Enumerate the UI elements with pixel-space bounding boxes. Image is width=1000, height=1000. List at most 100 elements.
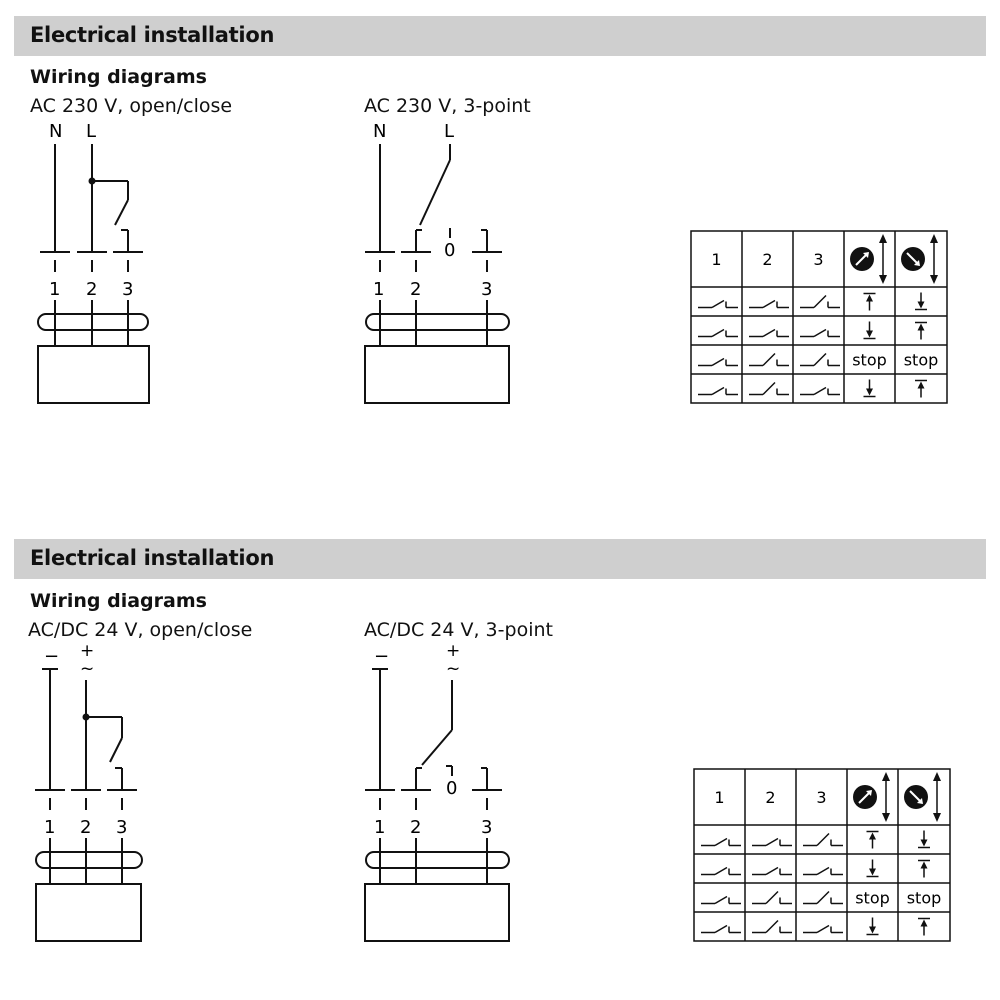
stop-label: stop — [855, 889, 890, 908]
right-diagram-label: AC/DC 24 V, 3-point — [364, 619, 553, 641]
table-row — [701, 830, 930, 849]
section-header-title: Electrical installation — [30, 23, 275, 47]
contact-open-icon — [701, 866, 741, 876]
arrow-down-icon — [915, 292, 927, 311]
table-header-2: 2 — [762, 250, 772, 269]
terminal-n-label: N — [49, 121, 62, 142]
rotation-counterclockwise-icon — [904, 772, 941, 822]
left-diagram-label: AC/DC 24 V, open/close — [28, 619, 253, 641]
terminal-1-label: 1 — [44, 817, 55, 838]
arrow-up-icon — [915, 321, 927, 340]
contact-open-icon — [698, 299, 738, 309]
contact-closed-icon — [749, 352, 789, 367]
table-header-3: 3 — [816, 788, 826, 807]
contact-closed-icon — [803, 890, 843, 905]
terminal-1-label: 1 — [374, 817, 385, 838]
arrow-down-icon — [918, 830, 930, 849]
plus-label: + — [80, 641, 94, 661]
section-acdc24: Electrical installation Wiring diagrams … — [14, 539, 986, 942]
table-grid — [693, 768, 951, 942]
terminal-2-label: 2 — [410, 817, 421, 838]
table-row — [698, 379, 927, 398]
neutral-position-label: 0 — [446, 778, 457, 799]
terminal-2-label: 2 — [86, 279, 97, 300]
table-header-3: 3 — [813, 250, 823, 269]
arrow-down-icon — [863, 379, 876, 398]
table-header-1: 1 — [714, 788, 724, 807]
terminal-3-label: 3 — [481, 817, 492, 838]
section-header-title: Electrical installation — [30, 546, 275, 570]
table-row: stop stop — [701, 889, 941, 908]
contact-open-icon — [749, 299, 789, 309]
contact-open-icon — [698, 357, 738, 367]
section-header: Electrical installation — [14, 539, 986, 579]
terminal-1-label: 1 — [49, 279, 60, 300]
right-diagram-label: AC 230 V, 3-point — [364, 95, 531, 117]
left-diagram-label: AC 230 V, open/close — [30, 95, 233, 117]
contact-open-icon — [701, 924, 741, 934]
arrow-up-icon — [863, 292, 876, 311]
wiring-diagram-ac230: N L 1 2 3 N L 0 1 2 3 1 2 3 stop stop — [37, 121, 948, 404]
table-row: stop stop — [698, 351, 938, 370]
minus-label: − — [374, 646, 389, 667]
arrow-down-icon — [866, 859, 879, 878]
arrow-down-icon — [863, 321, 876, 340]
table-grid — [690, 230, 948, 404]
contact-closed-icon — [752, 890, 792, 905]
table-row — [698, 321, 927, 340]
terminal-2-label: 2 — [410, 279, 421, 300]
contact-open-icon — [752, 866, 792, 876]
terminal-3-label: 3 — [122, 279, 133, 300]
arrow-up-icon — [866, 830, 879, 849]
table-row — [701, 917, 930, 936]
arrow-up-icon — [918, 859, 930, 878]
rotation-clockwise-icon — [850, 234, 887, 284]
section-ac230: Electrical installation Wiring diagrams … — [14, 16, 986, 404]
switch-function-table: 1 2 3 stop stop — [693, 768, 951, 942]
section-subtitle: Wiring diagrams — [30, 66, 207, 88]
stop-label: stop — [904, 351, 939, 370]
tilde-label: ~ — [446, 659, 460, 679]
terminal-3-label: 3 — [116, 817, 127, 838]
terminal-n-label: N — [373, 121, 386, 142]
table-header-1: 1 — [711, 250, 721, 269]
arrow-down-icon — [866, 917, 879, 936]
stop-label: stop — [907, 889, 942, 908]
stop-label: stop — [852, 351, 887, 370]
contact-closed-icon — [803, 832, 843, 847]
contact-open-icon — [803, 924, 843, 934]
contact-closed-icon — [800, 294, 840, 309]
minus-label: − — [44, 646, 59, 667]
tilde-label: ~ — [80, 659, 94, 679]
terminal-l-label: L — [86, 121, 96, 142]
contact-open-icon — [701, 895, 741, 905]
contact-closed-icon — [800, 352, 840, 367]
terminal-l-label: L — [444, 121, 454, 142]
contact-open-icon — [752, 837, 792, 847]
terminal-2-label: 2 — [80, 817, 91, 838]
rotation-clockwise-icon — [853, 772, 890, 822]
terminal-3-label: 3 — [481, 279, 492, 300]
contact-open-icon — [698, 328, 738, 338]
switch-function-table: 1 2 3 stop stop — [690, 230, 948, 404]
contact-open-icon — [803, 866, 843, 876]
table-row — [698, 292, 927, 311]
table-row — [701, 859, 930, 878]
terminal-1-label: 1 — [373, 279, 384, 300]
contact-open-icon — [698, 386, 738, 396]
neutral-position-label: 0 — [444, 240, 455, 261]
contact-open-icon — [800, 386, 840, 396]
contact-open-icon — [701, 837, 741, 847]
arrow-up-icon — [918, 917, 930, 936]
contact-open-icon — [800, 328, 840, 338]
section-header: Electrical installation — [14, 16, 986, 56]
arrow-up-icon — [915, 379, 927, 398]
contact-open-icon — [749, 328, 789, 338]
section-subtitle: Wiring diagrams — [30, 590, 207, 612]
contact-closed-icon — [752, 919, 792, 934]
plus-label: + — [446, 641, 460, 661]
table-header-2: 2 — [765, 788, 775, 807]
rotation-counterclockwise-icon — [901, 234, 938, 284]
contact-closed-icon — [749, 381, 789, 396]
